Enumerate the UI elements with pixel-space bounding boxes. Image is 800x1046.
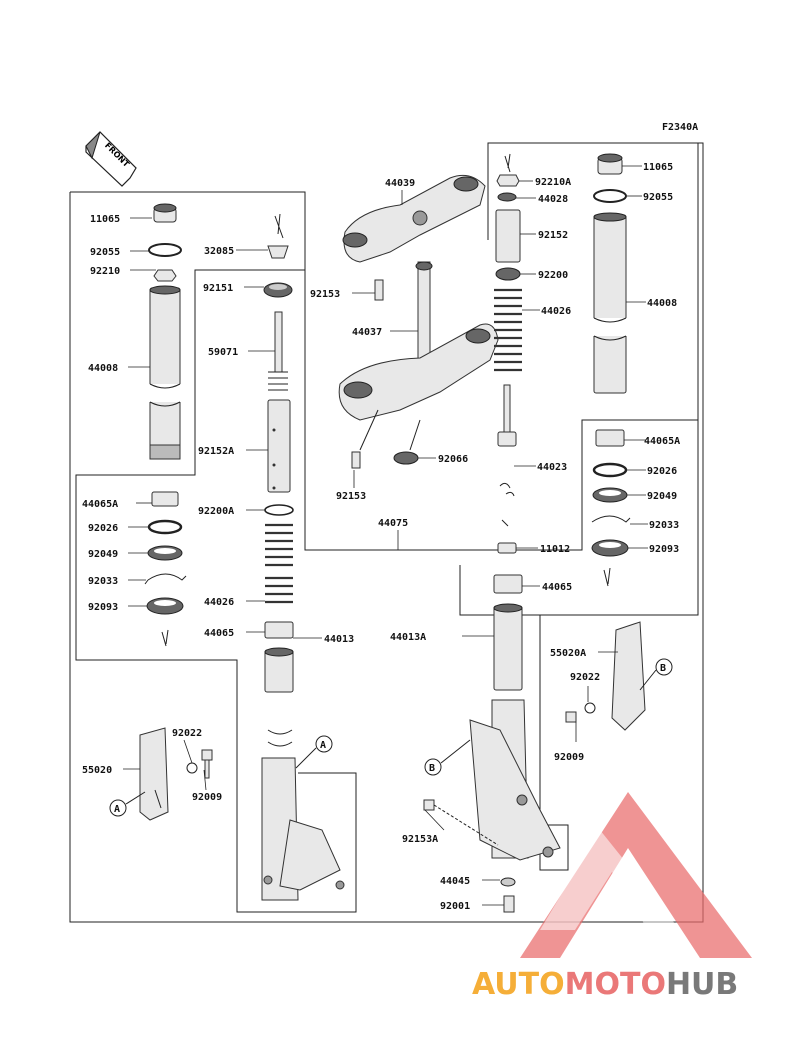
marker-b-upper: B <box>660 663 666 674</box>
label-92210a: 92210A <box>535 177 571 188</box>
label-11065-right: 11065 <box>643 162 673 173</box>
label-92210: 92210 <box>90 266 120 277</box>
label-92009-left: 92009 <box>192 792 222 803</box>
front-arrow-icon: FRONT <box>85 131 137 187</box>
left-fork-parts <box>139 203 345 901</box>
label-44026-left: 44026 <box>204 597 234 608</box>
label-92055-right: 92055 <box>643 192 673 203</box>
right-fork-inner-parts <box>423 153 561 913</box>
marker-b-lower: B <box>429 763 435 774</box>
label-11012: 11012 <box>540 544 570 555</box>
label-44065a-right: 44065A <box>644 436 680 447</box>
label-92151: 92151 <box>203 283 233 294</box>
label-92153-lower: 92153 <box>336 491 366 502</box>
label-92026-left: 92026 <box>88 523 118 534</box>
label-92153-upper: 92153 <box>310 289 340 300</box>
label-92033-left: 92033 <box>88 576 118 587</box>
diagram-frames <box>69 142 704 923</box>
marker-a-lower: A <box>114 804 120 815</box>
label-92022-left: 92022 <box>172 728 202 739</box>
label-92049-left: 92049 <box>88 549 118 560</box>
label-92153a: 92153A <box>402 834 438 845</box>
label-44065-left: 44065 <box>204 628 234 639</box>
marker-a-upper: A <box>320 740 326 751</box>
label-44008-right: 44008 <box>647 298 677 309</box>
label-11065-left: 11065 <box>90 214 120 225</box>
label-44013a: 44013A <box>390 632 426 643</box>
leader-lines <box>123 165 648 906</box>
label-92026-right: 92026 <box>647 466 677 477</box>
label-44065-right: 44065 <box>542 582 572 593</box>
label-44039: 44039 <box>385 178 415 189</box>
label-92152a: 92152A <box>198 446 234 457</box>
label-55020a: 55020A <box>550 648 586 659</box>
label-92066: 92066 <box>438 454 468 465</box>
label-92093-left: 92093 <box>88 602 118 613</box>
label-44013: 44013 <box>324 634 354 645</box>
label-44023: 44023 <box>537 462 567 473</box>
label-44028: 44028 <box>538 194 568 205</box>
label-92033-right: 92033 <box>649 520 679 531</box>
part-labels: 11065 92055 92210 44008 44065A 92026 920… <box>82 162 680 912</box>
right-fork-outer-parts <box>565 153 646 731</box>
label-92200: 92200 <box>538 270 568 281</box>
label-55020: 55020 <box>82 765 112 776</box>
label-44026-right: 44026 <box>541 306 571 317</box>
ref-markers: A A B B <box>109 658 673 817</box>
label-44037: 44037 <box>352 327 382 338</box>
label-44045: 44045 <box>440 876 470 887</box>
logo-text-auto: AUTOMOTOHUB <box>472 967 738 1002</box>
steering-stem-parts <box>338 174 499 469</box>
label-92022-right: 92022 <box>570 672 600 683</box>
label-92055-left: 92055 <box>90 247 120 258</box>
label-92001: 92001 <box>440 901 470 912</box>
diagram-code: F2340A <box>662 122 698 133</box>
label-44065a-left: 44065A <box>82 499 118 510</box>
label-32085: 32085 <box>204 246 234 257</box>
label-92200a: 92200A <box>198 506 234 517</box>
label-92049-right: 92049 <box>647 491 677 502</box>
label-92093-right: 92093 <box>649 544 679 555</box>
label-92152: 92152 <box>538 230 568 241</box>
label-44075: 44075 <box>378 518 408 529</box>
automotohub-logo: AUTOMOTOHUB <box>472 792 752 1002</box>
label-59071: 59071 <box>208 347 238 358</box>
label-44008-left: 44008 <box>88 363 118 374</box>
label-92009-right: 92009 <box>554 752 584 763</box>
